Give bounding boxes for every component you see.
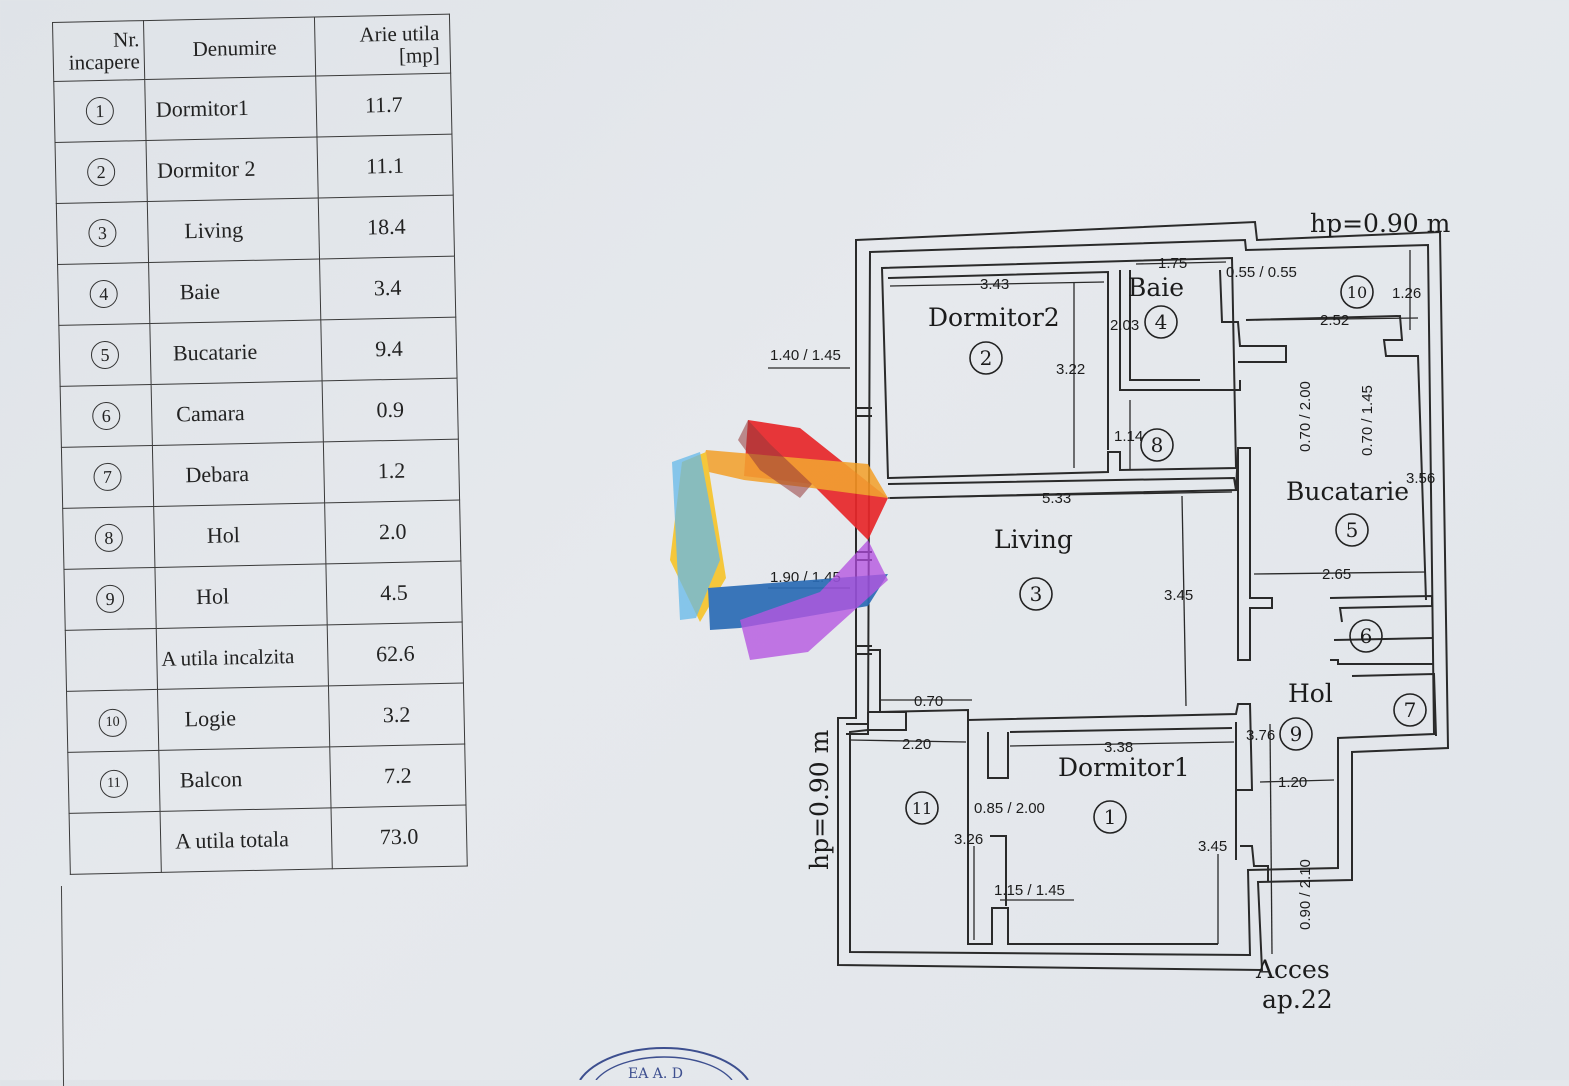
room-number: 4 — [1155, 310, 1168, 334]
dim-label: 3.26 — [954, 831, 983, 848]
stamp: EA A. D — [579, 1046, 749, 1080]
room-number: 3 — [1030, 582, 1043, 606]
room-number: 5 — [1346, 518, 1359, 542]
room-label-hol: Hol — [1288, 679, 1333, 708]
dim-label: 3.56 — [1406, 470, 1435, 487]
dim-label: 0.85 / 2.00 — [974, 800, 1045, 817]
dim-label: 1.75 — [1158, 255, 1187, 272]
room-number: 7 — [1404, 698, 1417, 722]
room-number: 2 — [980, 346, 993, 370]
access-label: Acces — [1255, 955, 1330, 984]
plan-walls — [837, 220, 1450, 972]
dim-label: 3.76 — [1246, 727, 1275, 744]
stamp-text: EA A. D — [628, 1066, 683, 1080]
room-number-labels: 1 2 3 4 5 6 7 8 9 10 11 — [912, 283, 1417, 829]
ceiling-height-top: hp=0.90 m — [1310, 209, 1451, 238]
dim-label: 1.40 / 1.45 — [770, 347, 841, 364]
room-label-dormitor2: Dormitor2 — [928, 303, 1060, 332]
dim-label: 3.45 — [1198, 838, 1227, 855]
room-number: 11 — [912, 799, 932, 818]
dim-label: 2.03 — [1110, 317, 1139, 334]
dim-label: 1.20 — [1278, 774, 1307, 791]
room-number-circles — [905, 275, 1427, 834]
room-label-baie: Baie — [1128, 273, 1184, 302]
dim-label: 0.70 / 1.45 — [1359, 385, 1376, 456]
dim-label: 2.20 — [902, 736, 931, 753]
apartment-number: ap.22 — [1262, 985, 1333, 1014]
room-number: 10 — [1347, 283, 1367, 302]
room-label-dormitor1: Dormitor1 — [1058, 753, 1190, 782]
room-number: 8 — [1151, 433, 1164, 457]
dim-label: 2.65 — [1322, 566, 1351, 583]
dim-label: 1.15 / 1.45 — [994, 882, 1065, 899]
room-number: 6 — [1360, 624, 1373, 648]
watermark-logo — [670, 420, 888, 660]
dim-label: 3.38 — [1104, 739, 1133, 756]
dim-label: 0.70 — [914, 693, 943, 710]
dim-label: 0.55 / 0.55 — [1226, 264, 1297, 281]
room-number: 9 — [1290, 722, 1303, 746]
dim-label: 5.33 — [1042, 490, 1071, 507]
ceiling-height-left: hp=0.90 m — [805, 729, 834, 870]
room-label-living: Living — [994, 525, 1073, 554]
dim-label: 1.14 — [1114, 428, 1143, 445]
dim-label: 2.52 — [1320, 312, 1349, 329]
dim-label: 1.26 — [1392, 285, 1421, 302]
dim-label: 3.43 — [980, 276, 1009, 293]
dim-label: 0.70 / 2.00 — [1297, 381, 1314, 452]
dim-label: 3.22 — [1056, 361, 1085, 378]
dim-label: 0.90 / 2.10 — [1297, 859, 1314, 930]
room-number: 1 — [1104, 805, 1117, 829]
room-label-bucatarie: Bucatarie — [1286, 477, 1409, 506]
dim-label: 3.45 — [1164, 587, 1193, 604]
